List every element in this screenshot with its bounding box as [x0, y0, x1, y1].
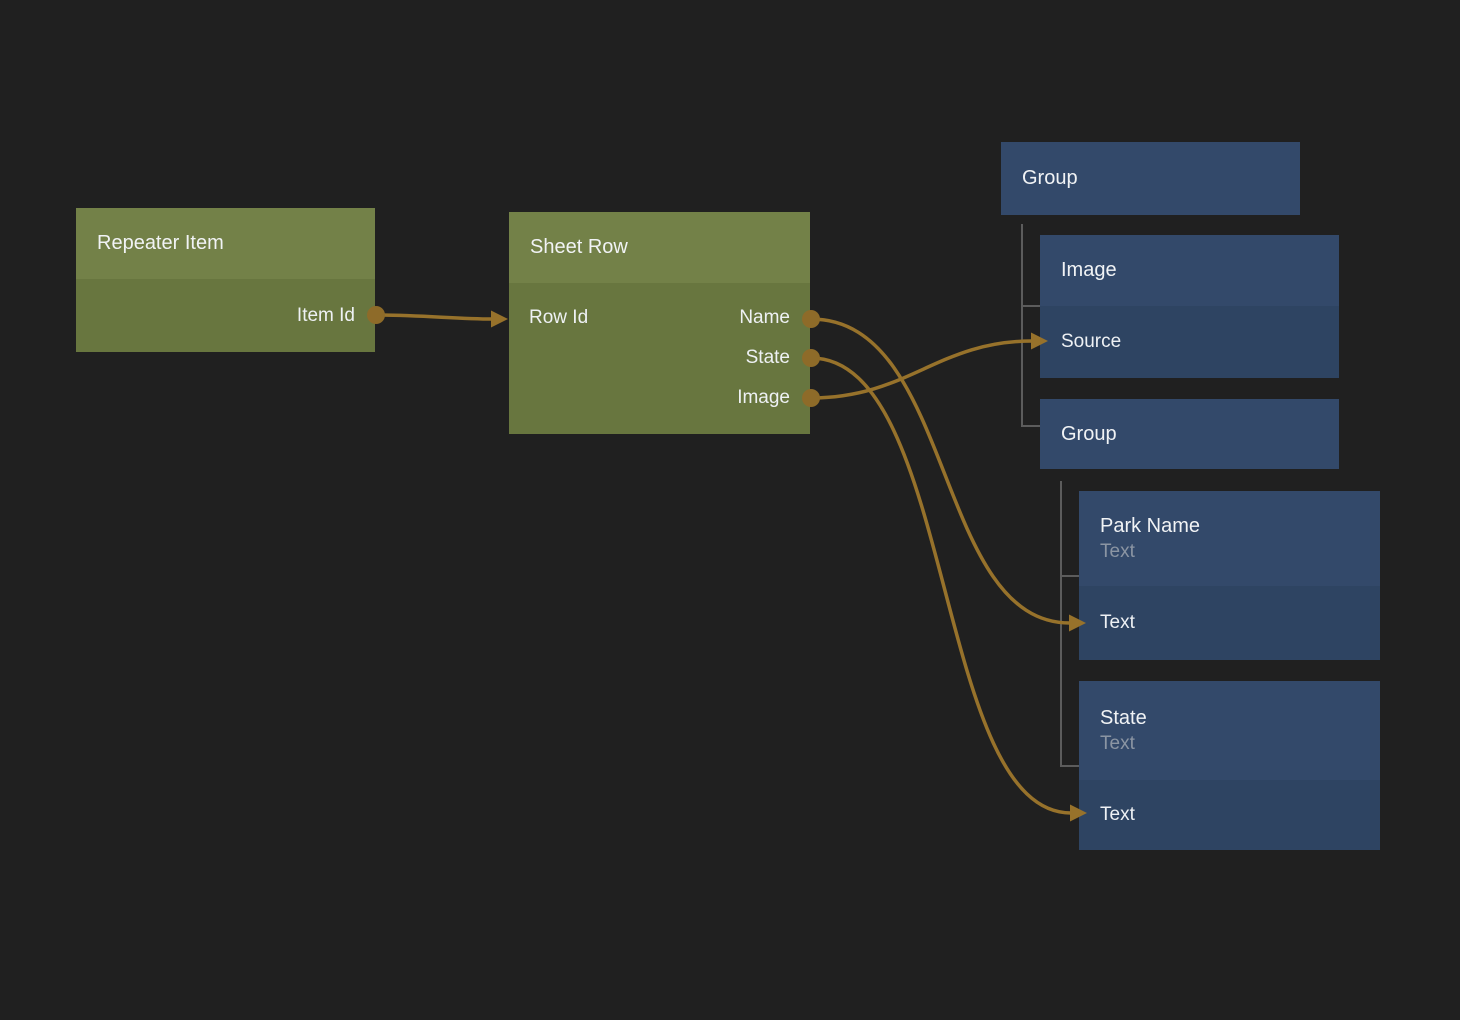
output-port-label-image: Image: [737, 387, 790, 408]
node-image[interactable]: Image Source: [1040, 235, 1339, 378]
node-title: State: [1100, 706, 1147, 729]
output-port-label-state: State: [745, 347, 790, 368]
connection-name-to-parkname-text[interactable]: [810, 317, 1071, 625]
node-repeater-item-header[interactable]: Repeater Item: [76, 208, 375, 279]
node-park-name-header[interactable]: Park Name Text: [1079, 491, 1380, 586]
node-title: Park Name: [1100, 514, 1201, 537]
input-port-label-row-id: Row Id: [529, 307, 589, 328]
input-port-label-text: Text: [1100, 804, 1135, 825]
node-image-header[interactable]: Image: [1040, 235, 1339, 306]
node-subtitle: Text: [1100, 732, 1135, 754]
node-park-name-body: Text: [1079, 586, 1380, 660]
node-sheet-row-body: Row Id Name State Image: [509, 283, 810, 434]
node-image-body: Source: [1040, 306, 1339, 378]
output-port-label-item-id: Item Id: [296, 304, 355, 326]
node-title: Group: [1022, 167, 1078, 189]
connection-image-to-source[interactable]: [810, 339, 1033, 400]
node-park-name[interactable]: Park Name Text Text: [1079, 491, 1380, 660]
input-port-label-source: Source: [1061, 331, 1122, 352]
port-row: State: [509, 338, 810, 378]
input-port-label-text: Text: [1100, 612, 1135, 633]
node-state-header[interactable]: State Text: [1079, 681, 1380, 780]
node-group-2[interactable]: Group: [1040, 399, 1339, 469]
node-title: Image: [1061, 259, 1117, 281]
node-subtitle: Text: [1100, 540, 1135, 562]
node-group-2-header[interactable]: Group: [1040, 399, 1339, 469]
node-repeater-item-body: Item Id: [76, 279, 375, 352]
node-sheet-row[interactable]: Sheet Row Row Id Name State Image: [509, 212, 810, 434]
node-group-1[interactable]: Group: [1001, 142, 1300, 215]
node-title: Repeater Item: [97, 232, 224, 254]
node-state-body: Text: [1079, 780, 1380, 850]
connection-itemid-to-rowid[interactable]: [375, 313, 493, 321]
node-title: Sheet Row: [530, 236, 628, 258]
port-row: Image: [509, 378, 810, 418]
node-state[interactable]: State Text Text: [1079, 681, 1380, 850]
tree-line-group2: [1060, 481, 1079, 767]
node-group-1-header[interactable]: Group: [1001, 142, 1300, 215]
tree-line-group1: [1021, 224, 1040, 427]
node-repeater-item[interactable]: Repeater Item Item Id: [76, 208, 375, 352]
arrowhead-rowid: [491, 310, 508, 328]
node-sheet-row-header[interactable]: Sheet Row: [509, 212, 810, 283]
node-title: Group: [1061, 422, 1117, 445]
connection-state-to-state-text[interactable]: [810, 356, 1072, 815]
port-row: Row Id Name: [509, 298, 810, 338]
output-port-label-name: Name: [739, 307, 790, 328]
